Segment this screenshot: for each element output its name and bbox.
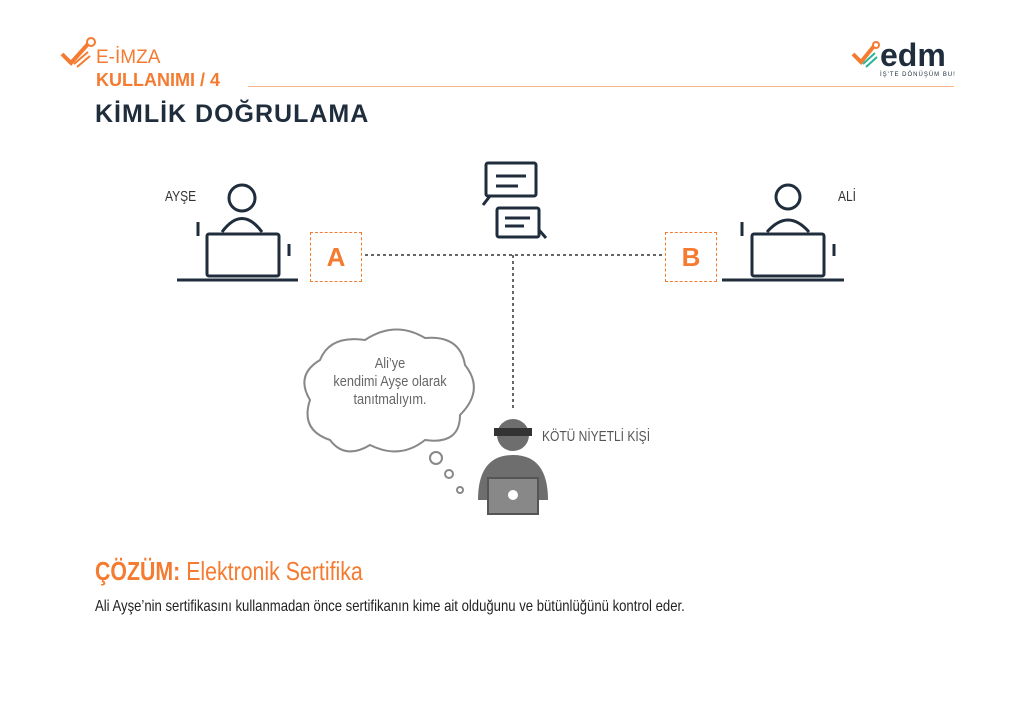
box-a: A [310,232,362,282]
label-ayse: AYŞE [165,188,197,205]
attacker-icon [478,419,548,515]
label-attacker: KÖTÜ NİYETLİ KİŞİ [542,428,651,445]
header-line2: KULLANIMI / 4 [96,70,220,90]
solution-label: ÇÖZÜM: [95,556,181,586]
edm-logo-icon [851,41,880,68]
box-b: B [665,232,717,282]
eimza-logo-icon [60,37,96,68]
edm-tagline: İŞ'TE DÖNÜŞÜM BU! [880,72,956,78]
thought-cloud [303,328,475,453]
ayse-person-icon [177,183,298,282]
thought-line: Ali’ye [374,355,406,372]
thought-line: kendimi Ayşe olarak [333,373,447,390]
solution-description: Ali Ayşe’nin sertifikasını kullanmadan ö… [95,598,685,615]
edm-logo: edm İŞ'TE DÖNÜŞÜM BU! [850,39,956,78]
solution-heading: ÇÖZÜM: Elektronik Sertifika [95,556,363,587]
header-line1: E-İMZA [96,47,161,68]
ali-person-icon [722,183,844,282]
thought-text: Ali’ye kendimi Ayşe olarak tanıtmalıyım. [326,355,454,409]
page-title: KİMLİK DOĞRULAMA [95,100,370,128]
solution-title: Elektronik Sertifika [186,556,363,586]
label-ali: ALİ [838,188,857,205]
chat-icon [481,161,548,239]
header-divider [248,86,954,87]
thought-line: tanıtmalıyım. [353,391,427,408]
